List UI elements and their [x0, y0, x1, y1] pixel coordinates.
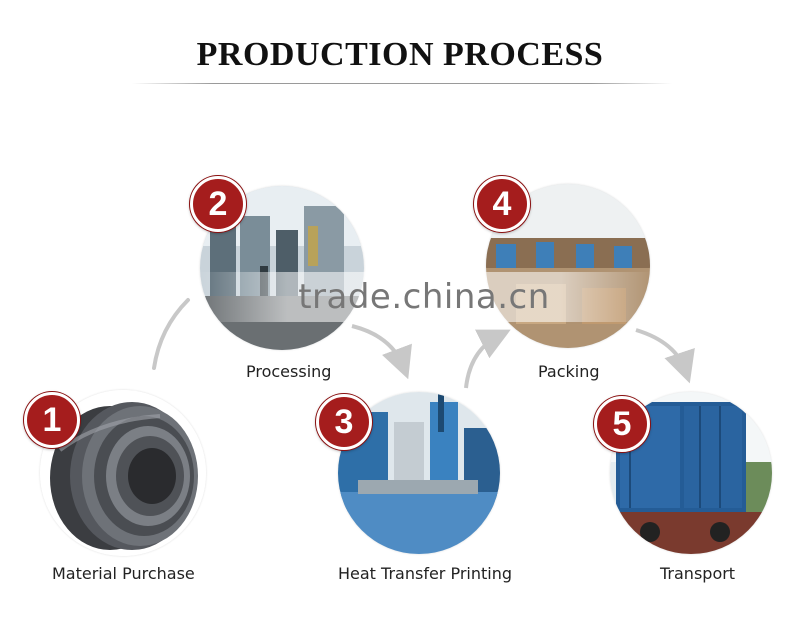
arrow-1-to-2: [152, 298, 190, 370]
step-2-label: Processing: [246, 362, 332, 381]
step-3-badge: 3: [316, 394, 372, 450]
step-1-label: Material Purchase: [52, 564, 195, 583]
step-3-label: Heat Transfer Printing: [338, 564, 513, 583]
container-truck-image: [610, 392, 772, 554]
step-4-label: Packing: [538, 362, 600, 381]
page-title: PRODUCTION PROCESS: [196, 36, 604, 73]
step-4-badge: 4: [474, 176, 530, 232]
title-divider: [132, 83, 672, 84]
step-1-badge: 1: [24, 392, 80, 448]
steel-coil-image: [40, 390, 206, 556]
arrow-2-to-3: [351, 324, 412, 380]
step-5-label: Transport: [660, 564, 736, 583]
watermark-text: trade.china.cn: [196, 272, 652, 322]
arrow-4-to-5: [635, 328, 695, 384]
step-5-badge: 5: [594, 396, 650, 452]
step-2-badge: 2: [190, 176, 246, 232]
arrow-3-to-4: [464, 329, 511, 389]
